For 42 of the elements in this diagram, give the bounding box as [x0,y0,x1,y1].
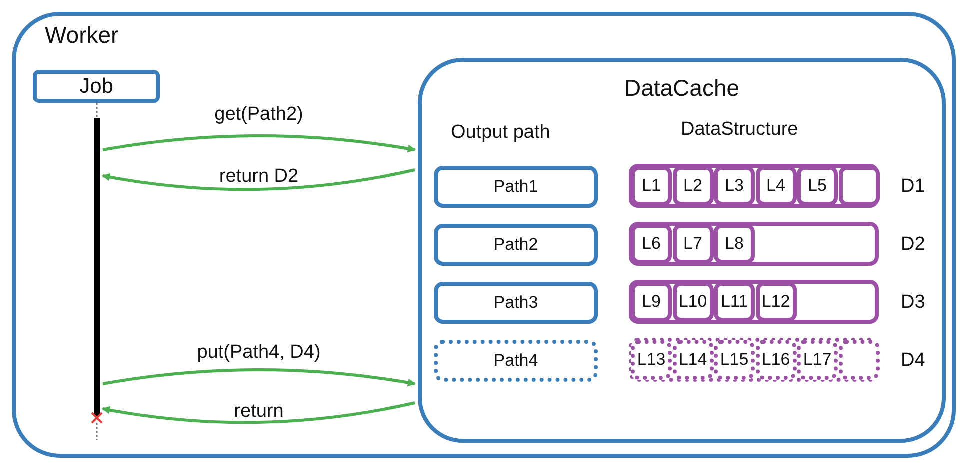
path-box: Path1 [434,166,598,208]
row-label: D4 [901,350,926,372]
data-cell: L1 [631,166,672,206]
path-box: Path2 [434,224,598,266]
data-cell: L2 [672,166,714,206]
data-cell: L17 [797,340,838,380]
lifeline-dotted [96,103,98,118]
data-cell: L11 [714,282,755,322]
data-cell: L16 [756,340,796,380]
arrow [102,134,416,153]
arrow [102,368,416,387]
data-cell: L10 [672,282,714,322]
row-label: D2 [901,234,926,256]
edge-label: put(Path4, D4) [197,342,321,364]
row-label: D1 [901,176,926,198]
lifeline-bar [94,118,100,416]
column-heading: DataStructure [681,119,798,141]
object-box: Job [33,70,160,103]
data-cell: L14 [672,340,714,380]
container-title: Worker [45,22,119,49]
data-cell: L13 [631,340,672,380]
data-cell: L4 [756,166,796,206]
data-cell: L12 [756,282,796,322]
row-label: D3 [901,292,926,314]
data-cell: L15 [714,340,755,380]
edge-label: get(Path2) [214,104,304,126]
arrow [102,402,416,424]
data-cell: L8 [714,224,755,264]
container-box [418,58,946,443]
container-box [12,12,956,458]
edge-label: return D2 [219,166,299,188]
data-cell: L7 [672,224,714,264]
data-cell: L6 [631,224,672,264]
data-cell: L9 [631,282,672,322]
path-box: Path3 [434,282,598,324]
data-cell: L5 [797,166,838,206]
data-cell: L3 [714,166,755,206]
path-box: Path4 [434,340,598,382]
edge-label: return [234,401,284,423]
column-heading: Output path [451,122,550,144]
arrow [102,168,416,192]
container-title: DataCache [623,75,741,102]
